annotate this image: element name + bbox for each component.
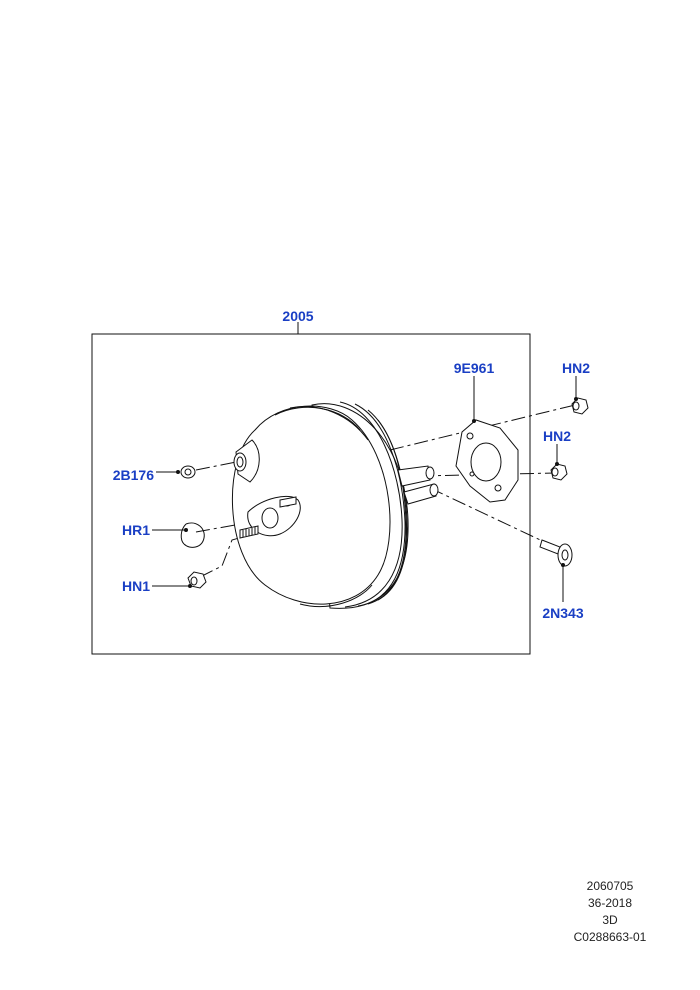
hex-nut-top-icon[interactable] bbox=[571, 397, 589, 415]
brake-booster-icon[interactable] bbox=[231, 401, 439, 609]
callout-main[interactable]: 2005 bbox=[282, 308, 313, 324]
reference-line-1: 2060705 bbox=[586, 879, 634, 893]
retaining-ring-icon[interactable] bbox=[180, 522, 205, 548]
grommet-icon[interactable] bbox=[176, 465, 196, 479]
callout-ring[interactable]: HR1 bbox=[122, 522, 150, 538]
callout-plate[interactable]: 9E961 bbox=[454, 360, 495, 376]
clevis-pin-icon[interactable] bbox=[539, 539, 573, 567]
reference-line-2: 36-2018 bbox=[587, 896, 633, 910]
callout-grommet[interactable]: 2B176 bbox=[113, 467, 154, 483]
callout-pin[interactable]: 2N343 bbox=[542, 605, 583, 621]
reference-line-3: 3D bbox=[602, 913, 618, 927]
assembly-frame bbox=[91, 333, 531, 655]
diagram-reference-block: 2060705 36-2018 3D C0288663-01 bbox=[540, 878, 680, 946]
callout-nut-left[interactable]: HN1 bbox=[122, 578, 150, 594]
callout-nut-top[interactable]: HN2 bbox=[562, 360, 590, 376]
hex-nut-mid-icon[interactable] bbox=[550, 462, 568, 481]
reference-line-4: C0288663-01 bbox=[573, 930, 647, 944]
gasket-plate-icon[interactable] bbox=[455, 419, 519, 503]
hex-nut-left-icon[interactable] bbox=[187, 571, 207, 589]
callout-nut-mid[interactable]: HN2 bbox=[543, 428, 571, 444]
